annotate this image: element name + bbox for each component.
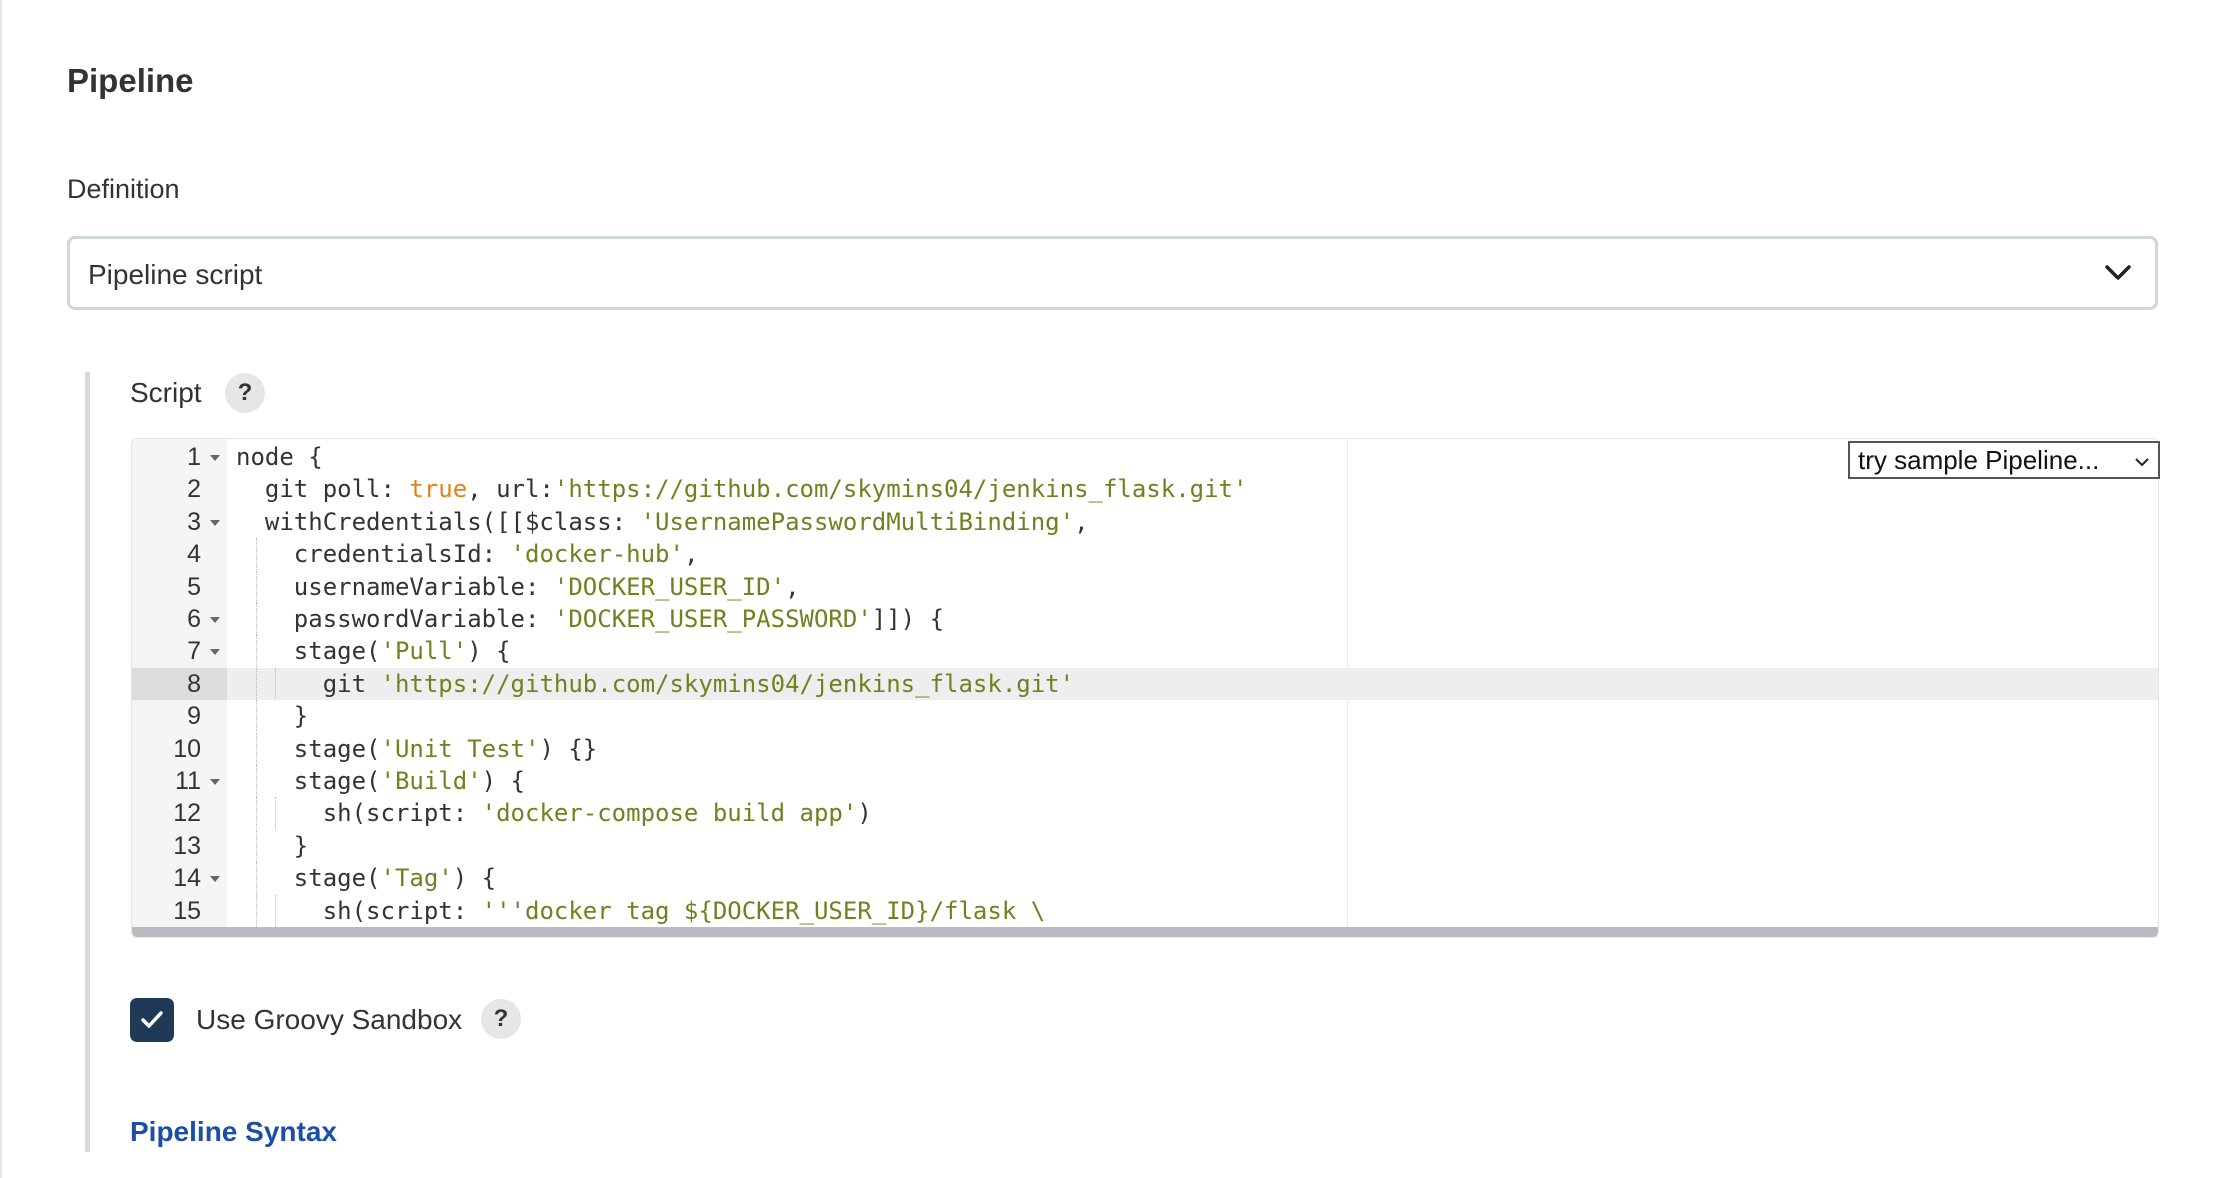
- fold-arrow-icon[interactable]: [210, 779, 220, 785]
- pipeline-syntax-link[interactable]: Pipeline Syntax: [130, 1116, 337, 1147]
- indent-guide: [275, 894, 277, 927]
- code-line[interactable]: 6 passwordVariable: 'DOCKER_USER_PASSWOR…: [132, 603, 2158, 635]
- code-text: git poll: true, url:'https://github.com/…: [236, 475, 1248, 504]
- code-line[interactable]: 9 }: [132, 700, 2158, 733]
- code-line[interactable]: 7 stage('Pull') {: [132, 635, 2158, 668]
- indent-guide: [255, 667, 257, 700]
- line-number: 13: [173, 831, 201, 860]
- definition-select-value: Pipeline script: [88, 259, 263, 290]
- indent-guide: [275, 797, 277, 830]
- code-text: stage('Tag') {: [236, 864, 497, 893]
- sandbox-help-button[interactable]: ?: [481, 999, 521, 1039]
- code-line[interactable]: 5 usernameVariable: 'DOCKER_USER_ID',: [132, 570, 2158, 603]
- code-line[interactable]: 14 stage('Tag') {: [132, 862, 2158, 895]
- code-text: stage('Build') {: [236, 767, 526, 795]
- line-number: 4: [187, 540, 201, 569]
- line-number: 5: [187, 572, 201, 601]
- indent-guide: [255, 765, 257, 797]
- code-line[interactable]: 1 node {: [132, 441, 2158, 473]
- line-number: 11: [175, 767, 201, 795]
- definition-label: Definition: [67, 174, 180, 204]
- checkmark-icon: [141, 1011, 163, 1028]
- code-text: credentialsId: 'docker-hub',: [236, 540, 699, 569]
- chevron-down-icon: [2105, 265, 2131, 280]
- groovy-sandbox-label[interactable]: Use Groovy Sandbox: [196, 1004, 463, 1035]
- try-sample-pipeline-select[interactable]: try sample Pipeline...: [1848, 441, 2160, 479]
- indent-guide: [255, 635, 257, 668]
- code-line[interactable]: 13 }: [132, 829, 2158, 862]
- code-text: git 'https://github.com/skymins04/jenkin…: [236, 669, 1075, 698]
- indent-guide: [255, 829, 257, 862]
- definition-select[interactable]: Pipeline script: [67, 236, 2158, 310]
- line-number: 10: [173, 734, 201, 763]
- indent-guide: [255, 797, 257, 830]
- code-text: node {: [236, 443, 323, 471]
- script-label: Script: [130, 377, 202, 408]
- indent-guide: [255, 732, 257, 765]
- code-line[interactable]: 11 stage('Build') {: [132, 765, 2158, 797]
- code-line[interactable]: 3 withCredentials([[$class: 'UsernamePas…: [132, 506, 2158, 538]
- indent-guide: [255, 538, 257, 571]
- indent-guide: [255, 894, 257, 927]
- fold-arrow-icon[interactable]: [210, 649, 220, 656]
- page-left-border: [0, 0, 2, 1178]
- line-number: 2: [187, 475, 201, 504]
- line-number: 8: [132, 667, 227, 700]
- line-number: 15: [173, 896, 201, 925]
- indent-guide: [255, 862, 257, 895]
- section-title: Pipeline: [67, 62, 194, 99]
- line-number: 7: [187, 637, 201, 666]
- code-text: }: [236, 831, 309, 860]
- code-line[interactable]: 12 sh(script: 'docker-compose build app'…: [132, 797, 2158, 830]
- indent-guide: [255, 603, 257, 635]
- line-number: 12: [173, 799, 201, 828]
- line-number: 1: [187, 443, 201, 471]
- line-number: 6: [187, 605, 201, 633]
- line-number: 14: [173, 864, 201, 893]
- code-text: stage('Unit Test') {}: [236, 734, 598, 763]
- line-number: 9: [187, 702, 201, 731]
- code-text: usernameVariable: 'DOCKER_USER_ID',: [236, 572, 800, 601]
- code-text: sh(script: '''docker tag ${DOCKER_USER_I…: [236, 896, 1046, 925]
- try-sample-pipeline-label: try sample Pipeline...: [1858, 445, 2100, 475]
- groovy-sandbox-checkbox[interactable]: [130, 998, 174, 1042]
- code-text: withCredentials([[$class: 'UsernamePassw…: [236, 507, 1089, 536]
- chevron-down-icon: [2135, 458, 2149, 467]
- code-text: }: [236, 702, 309, 731]
- indent-guide: [255, 700, 257, 733]
- nested-section-bar: [85, 372, 90, 1152]
- fold-arrow-icon[interactable]: [210, 455, 220, 461]
- fold-arrow-icon[interactable]: [210, 876, 220, 883]
- fold-arrow-icon[interactable]: [210, 519, 220, 526]
- script-help-button[interactable]: ?: [225, 373, 265, 413]
- indent-guide: [255, 570, 257, 603]
- code-line[interactable]: 8 git 'https://github.com/skymins04/jenk…: [132, 667, 2158, 700]
- fold-arrow-icon[interactable]: [210, 617, 220, 623]
- indent-guide: [275, 667, 277, 700]
- code-line[interactable]: 2 git poll: true, url:'https://github.co…: [132, 473, 2158, 505]
- code-text: stage('Pull') {: [236, 637, 511, 666]
- code-line[interactable]: 15 sh(script: '''docker tag ${DOCKER_USE…: [132, 894, 2158, 927]
- code-line[interactable]: 10 stage('Unit Test') {}: [132, 732, 2158, 765]
- editor-horizontal-scrollbar[interactable]: [132, 927, 2158, 937]
- line-number: 3: [187, 507, 201, 536]
- code-text: sh(script: 'docker-compose build app'): [236, 799, 872, 828]
- code-line[interactable]: 4 credentialsId: 'docker-hub',: [132, 538, 2158, 571]
- code-text: passwordVariable: 'DOCKER_USER_PASSWORD'…: [236, 605, 945, 633]
